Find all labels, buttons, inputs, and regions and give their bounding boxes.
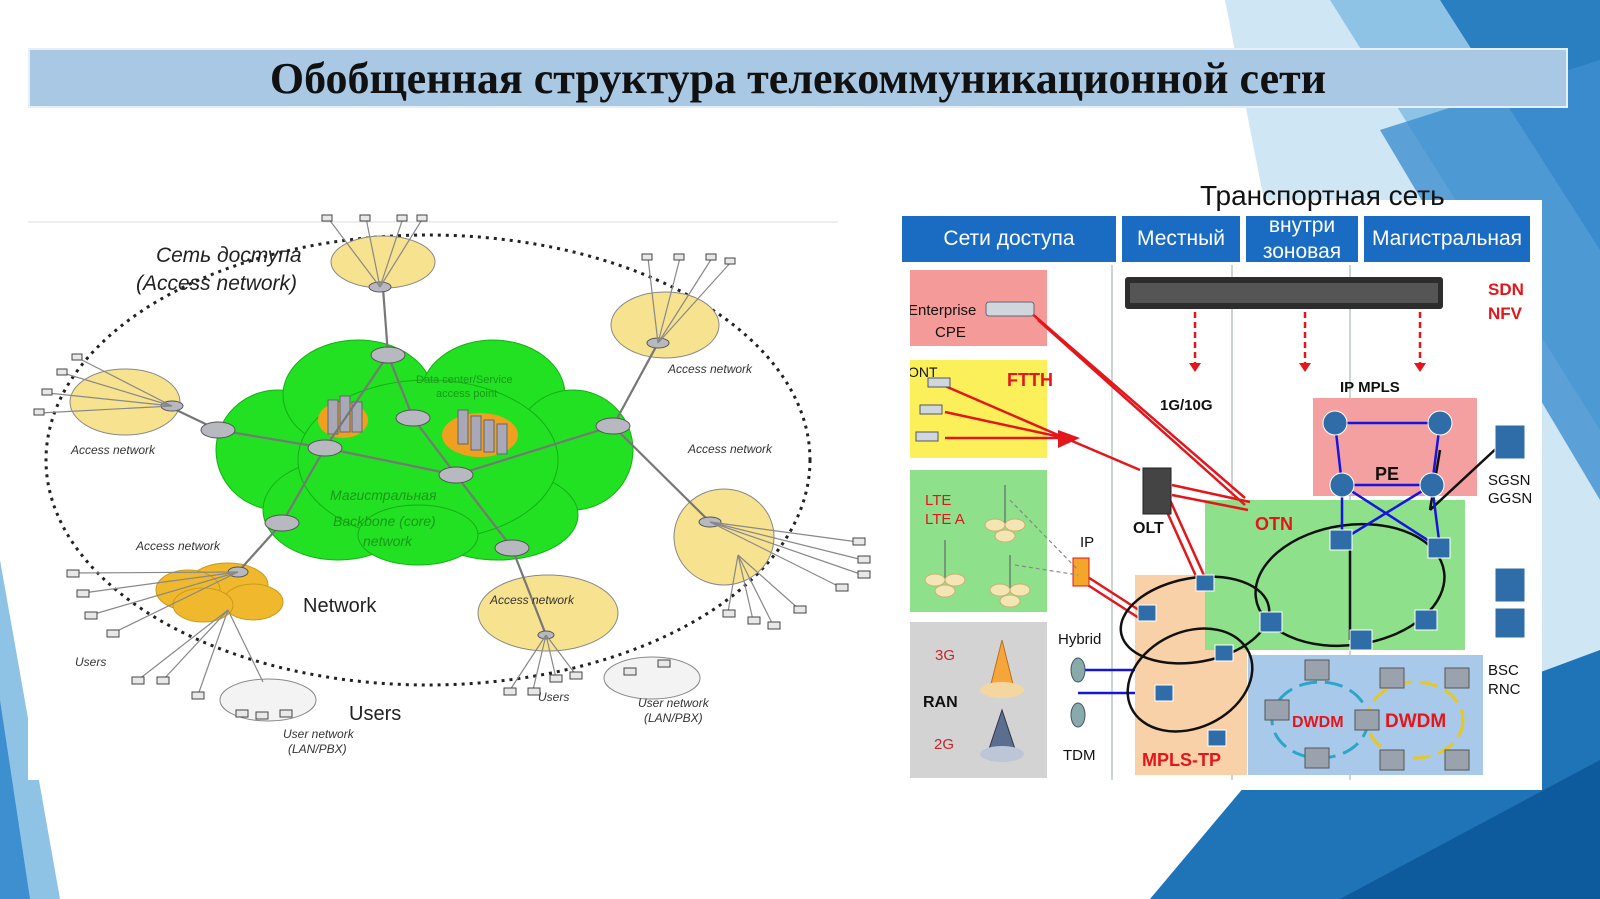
generalized-network-diagram: Сеть доступа (Access network) Access net…	[28, 210, 888, 780]
ran-2g-label: 2G	[934, 736, 954, 753]
dwdm-label-2: DWDM	[1385, 711, 1446, 732]
network-nodes	[160, 281, 722, 640]
terminal-links	[39, 217, 864, 696]
bsc-label: BSC	[1488, 662, 1519, 679]
ip-label: IP	[1080, 534, 1094, 551]
network-boundary	[44, 233, 812, 687]
users-small-label-right: Users	[538, 690, 569, 704]
olt-label: OLT	[1133, 520, 1164, 537]
enterprise-label: Enterprise	[910, 302, 976, 319]
speed-label: 1G/10G	[1160, 397, 1213, 414]
router-icons	[1137, 410, 1526, 747]
access-network-bottom	[477, 574, 619, 652]
user-network-label-1b: (LAN/PBX)	[288, 742, 347, 756]
sgsn-label: SGSN	[1488, 472, 1531, 489]
ip-mpls-label: IP MPLS	[1340, 379, 1400, 396]
users-small-label-left: Users	[75, 655, 106, 669]
hybrid-antenna	[1070, 657, 1086, 683]
dwdm-nodes	[1264, 659, 1470, 771]
access-network-label-bottom: Access network	[489, 593, 575, 607]
ont-devices	[915, 377, 951, 442]
ran-3g-label: 3G	[935, 647, 955, 664]
dwdm-label-1: DWDM	[1292, 714, 1344, 731]
data-center-label: Data center/Service	[416, 374, 513, 386]
users-label: Users	[349, 703, 401, 725]
tdm-antenna	[1070, 702, 1086, 728]
user-network-label-1: User network	[283, 727, 355, 741]
cpe-label: CPE	[935, 324, 966, 341]
ftth-label: FTTH	[1007, 370, 1053, 390]
backbone-label-en: Backbone (core)	[333, 513, 436, 529]
ran-towers	[980, 639, 1024, 762]
lte-a-label: LTE A	[925, 511, 965, 528]
transport-network-diagram: Enterprise CPE ONT FTTH LTE LTE A IP Hyb…	[902, 180, 1570, 800]
hybrid-label: Hybrid	[1058, 631, 1101, 648]
title-bar: Обобщенная структура телекоммуникационно…	[28, 48, 1568, 108]
network-diagram-svg: Сеть доступа (Access network) Access net…	[28, 210, 888, 780]
mpls-tp-label: MPLS-TP	[1142, 750, 1221, 770]
header-access-networks: Сети доступа	[902, 216, 1116, 262]
pe-label: PE	[1375, 464, 1399, 484]
ggsn-label: GGSN	[1488, 490, 1532, 507]
transport-diagram-svg: Enterprise CPE ONT FTTH LTE LTE A IP Hyb…	[910, 200, 1542, 790]
access-network-top	[330, 235, 436, 289]
user-network-label-2: User network	[638, 696, 710, 710]
access-network-label-left: Access network	[70, 443, 156, 457]
access-network-label-right-top: Access network	[667, 362, 753, 376]
user-network-label-2b: (LAN/PBX)	[644, 711, 703, 725]
user-lan-2	[603, 656, 701, 700]
access-links	[944, 311, 1251, 622]
slide-title: Обобщенная структура телекоммуникационно…	[269, 53, 1327, 103]
nfv-label: NFV	[1488, 304, 1523, 323]
access-network-caption: Сеть доступа	[156, 244, 302, 267]
backbone-label-ru: Магистральная	[330, 487, 437, 503]
ran-label: RAN	[923, 694, 958, 711]
tdm-links	[1078, 668, 1135, 695]
data-center-label-2: access point	[436, 388, 497, 400]
terminal-devices	[33, 214, 871, 720]
access-network-cloud	[155, 562, 284, 623]
access-network-caption-en: (Access network)	[136, 272, 297, 295]
enterprise-cpe-device	[985, 301, 1035, 317]
sdn-label: SDN	[1488, 280, 1524, 299]
access-network-label-right: Access network	[687, 442, 773, 456]
olt-device	[1142, 467, 1172, 515]
lte-label: LTE	[925, 492, 951, 509]
ran-box	[910, 622, 1047, 778]
access-network-label-left-bottom: Access network	[135, 539, 221, 553]
ip-adapter	[1072, 557, 1090, 587]
header-intra-zone: внутри зоновая	[1246, 214, 1358, 263]
access-network-right-top	[610, 291, 720, 359]
tdm-label: TDM	[1063, 747, 1096, 764]
backbone-label-network: network	[363, 533, 413, 549]
rnc-label: RNC	[1488, 681, 1521, 698]
network-label: Network	[303, 595, 377, 617]
access-network-left	[69, 368, 181, 436]
lte-cells	[924, 518, 1031, 608]
sdn-control-arrows	[1193, 312, 1422, 365]
transport-network-title: Транспортная сеть	[1200, 180, 1445, 211]
lte-towers	[944, 485, 1011, 590]
access-network-right	[673, 488, 775, 586]
ont-label: ONT	[910, 364, 938, 380]
header-local: Местный	[1122, 216, 1240, 262]
header-backbone: Магистральная	[1364, 216, 1530, 262]
otn-label: OTN	[1255, 514, 1293, 534]
